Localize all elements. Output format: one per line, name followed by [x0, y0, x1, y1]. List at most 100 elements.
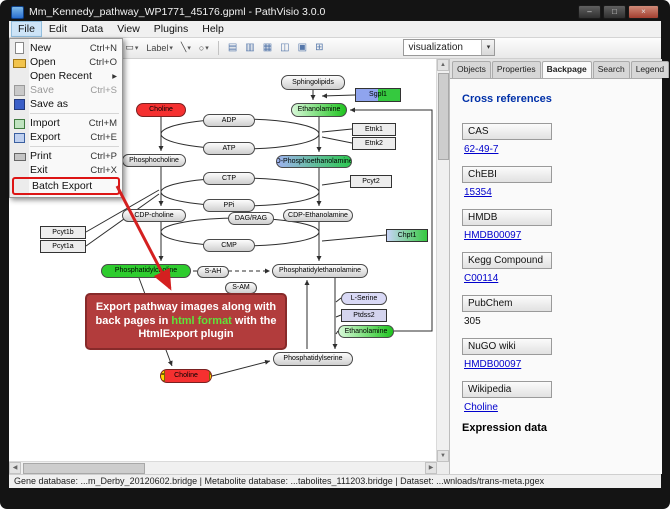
vertical-scrollbar[interactable]: ▲ ▼ — [436, 58, 449, 462]
pathway-node-cdp-ethanolamine[interactable]: CDP-Ethanolamine — [283, 208, 353, 222]
horizontal-scroll-thumb[interactable] — [23, 462, 145, 474]
open-folder-icon — [12, 56, 27, 68]
menu-data[interactable]: Data — [81, 23, 104, 35]
scroll-left-icon[interactable]: ◀ — [9, 461, 21, 474]
menu-file[interactable]: File — [11, 21, 42, 37]
pathway-node-ppi[interactable]: PPi — [203, 198, 255, 212]
close-button[interactable]: × — [628, 5, 659, 19]
tab-backpage[interactable]: Backpage — [541, 60, 592, 78]
pathway-node-pcyt1b[interactable]: Pcyt1b — [40, 225, 86, 239]
pathway-node-pcyt1a[interactable]: Pcyt1a — [40, 239, 86, 253]
xref-link-wikipedia[interactable]: Choline — [464, 401, 498, 413]
maximize-button[interactable]: □ — [603, 5, 626, 19]
pathway-node-choline[interactable]: Choline — [136, 102, 186, 117]
scroll-right-icon[interactable]: ▶ — [425, 461, 437, 474]
tab-legend[interactable]: Legend — [630, 60, 670, 78]
chevron-down-icon[interactable]: ▾ — [205, 44, 209, 52]
selection-handle[interactable] — [209, 373, 211, 381]
file-menu-item-save-as[interactable]: Save as — [10, 97, 122, 111]
stack-objects-button[interactable]: ⊞ — [312, 38, 326, 57]
label-tool-button[interactable]: Label▾ — [143, 38, 176, 57]
scroll-up-icon[interactable]: ▲ — [437, 58, 449, 71]
pathway-node-o-phosphoethanolamine[interactable]: O-Phosphoethanolamine — [276, 154, 352, 168]
pathway-node-choline[interactable]: Choline — [160, 368, 212, 383]
vertical-scroll-thumb[interactable] — [438, 72, 449, 160]
menu-item-label: Open — [30, 56, 56, 68]
selection-handle[interactable] — [161, 373, 165, 381]
xref-link-chebi[interactable]: 15354 — [464, 186, 492, 198]
pathway-node-cdp-choline[interactable]: CDP-choline — [122, 208, 186, 222]
shape-tool-button[interactable]: ○▾ — [196, 38, 212, 57]
menu-view[interactable]: View — [117, 23, 140, 35]
distribute-vertical-icon: ▣ — [297, 42, 308, 54]
align-left-button[interactable]: ▤ — [225, 38, 240, 57]
pathway-node-sgpl1[interactable]: Sgpl1 — [355, 87, 401, 102]
chevron-down-icon[interactable]: ▾ — [169, 44, 173, 52]
pathway-node-adp[interactable]: ADP — [203, 113, 255, 127]
pathway-node-s-ah[interactable]: S-AH — [197, 265, 229, 278]
pathway-node-s-am[interactable]: S-AM — [225, 281, 257, 294]
chevron-down-icon[interactable]: ▾ — [481, 40, 495, 56]
tab-properties[interactable]: Properties — [491, 60, 541, 78]
selection-handle[interactable] — [209, 369, 211, 374]
align-center-horizontal-button[interactable]: ▥ — [242, 38, 257, 57]
xref-link-nugo-wiki[interactable]: HMDB00097 — [464, 358, 522, 370]
pathway-node-phosphocholine[interactable]: Phosphocholine — [122, 153, 186, 167]
minimize-button[interactable]: – — [578, 5, 601, 19]
selection-handle[interactable] — [161, 369, 165, 374]
pathway-node-phosphatidylethanolamine[interactable]: Phosphatidylethanolamine — [272, 263, 368, 278]
new-file-icon — [12, 42, 27, 54]
pathway-node-pcyt2[interactable]: Pcyt2 — [350, 174, 392, 188]
menu-edit[interactable]: Edit — [48, 23, 68, 35]
menu-plugins[interactable]: Plugins — [153, 23, 189, 35]
chevron-down-icon[interactable]: ▾ — [134, 44, 139, 52]
pathway-node-phosphatidylcholine[interactable]: Phosphatidylcholine — [101, 263, 191, 278]
scroll-down-icon[interactable]: ▼ — [437, 449, 449, 462]
pathway-node-l-serine[interactable]: L-Serine — [341, 291, 387, 305]
distribute-horizontal-button[interactable]: ◫ — [277, 38, 292, 57]
horizontal-scrollbar[interactable]: ◀ ▶ — [9, 460, 437, 474]
xref-link-kegg-compound[interactable]: C00114 — [464, 272, 499, 284]
pathway-node-etnk2[interactable]: Etnk2 — [352, 136, 396, 150]
line-tool-button[interactable]: ╲▾ — [178, 38, 194, 57]
line-tool-icon: ╲ — [180, 42, 187, 53]
pathway-node-phosphatidylserine[interactable]: Phosphatidylserine — [273, 351, 353, 366]
align-center-vertical-button[interactable]: ▦ — [260, 38, 275, 57]
tab-search[interactable]: Search — [592, 60, 630, 78]
pathway-node-atp[interactable]: ATP — [203, 141, 255, 155]
visualization-combo[interactable]: visualization ▾ — [403, 39, 496, 57]
xref-value-pubchem: 305 — [464, 315, 481, 327]
pathway-node-ptdss2[interactable]: Ptdss2 — [341, 308, 387, 322]
file-menu-item-open-recent[interactable]: Open Recent▸ — [10, 69, 122, 83]
distribute-vertical-button[interactable]: ▣ — [295, 38, 310, 57]
xref-link-hmdb[interactable]: HMDB00097 — [464, 229, 522, 241]
chevron-down-icon[interactable]: ▾ — [187, 44, 191, 52]
pathway-node-cmp[interactable]: CMP — [203, 238, 255, 252]
expression-data-title: Expression data — [462, 421, 547, 434]
pathway-node-dag-rag[interactable]: DAG/RAG — [228, 211, 274, 225]
distribute-horizontal-icon: ◫ — [280, 42, 290, 54]
pathway-node-chpt1[interactable]: Chpt1 — [386, 228, 428, 242]
tab-objects[interactable]: Objects — [452, 60, 491, 78]
pathway-node-sphingolipids[interactable]: Sphingolipids — [281, 74, 345, 90]
pathway-node-ctp[interactable]: CTP — [203, 171, 255, 185]
xref-link-cas[interactable]: 62-49-7 — [464, 143, 499, 155]
menu-item-label: Exit — [30, 164, 48, 176]
file-menu-item-batch-export[interactable]: Batch Export — [12, 177, 120, 195]
pathway-node-etnk1[interactable]: Etnk1 — [352, 122, 396, 136]
gene-product-tool-button[interactable]: ▭▾ — [122, 38, 141, 57]
pathway-node-ethanolamine[interactable]: Ethanolamine — [291, 102, 347, 117]
pathway-node-ethanolamine[interactable]: Ethanolamine — [338, 324, 394, 338]
menu-help[interactable]: Help — [202, 23, 224, 35]
